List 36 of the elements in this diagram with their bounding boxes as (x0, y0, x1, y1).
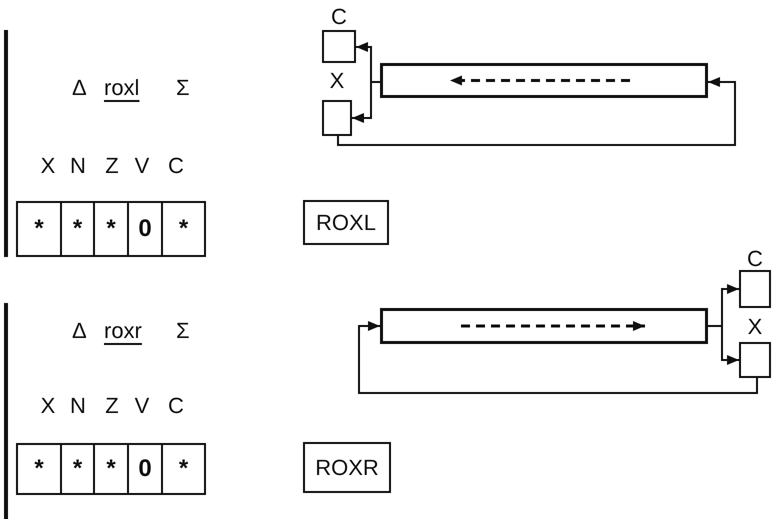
flag-name: C (167, 155, 185, 177)
arrow (358, 321, 758, 394)
flag-name: X (40, 155, 56, 177)
flag-name: V (134, 395, 150, 417)
flag-name: N (69, 395, 87, 417)
flag-name: X (746, 316, 764, 338)
mnemonic-text: roxr (104, 320, 142, 342)
symbol: Δ (72, 77, 87, 99)
symbol: Δ (72, 320, 87, 342)
arrow (708, 325, 739, 365)
instruction-box: ROXL (303, 200, 389, 245)
instruction-box: ROXR (303, 442, 391, 493)
table-cell: * (16, 443, 62, 495)
table-cell: * (161, 201, 206, 257)
flag-name: Z (104, 395, 120, 417)
table-cell: * (161, 443, 206, 495)
table-cell: * (93, 443, 129, 495)
symbol: Σ (176, 320, 190, 342)
flag-name: X (328, 70, 346, 92)
flag-name: C (330, 6, 348, 28)
flag-name: N (69, 155, 87, 177)
table-cell: 0 (127, 443, 163, 495)
arrow (337, 77, 736, 146)
arrow (352, 81, 380, 123)
flag-name: C (167, 395, 185, 417)
flag-name: X (40, 395, 56, 417)
flag-name: Z (104, 155, 120, 177)
table-cell: * (60, 443, 95, 495)
table-cell: 0 (127, 201, 163, 257)
table-cell: * (60, 201, 95, 257)
mnemonic-text: roxl (104, 77, 140, 99)
symbol: Σ (176, 77, 190, 99)
flag-name: C (746, 248, 764, 270)
table-cell: * (93, 201, 129, 257)
flag-name: V (134, 155, 150, 177)
table-cell: * (16, 201, 62, 257)
